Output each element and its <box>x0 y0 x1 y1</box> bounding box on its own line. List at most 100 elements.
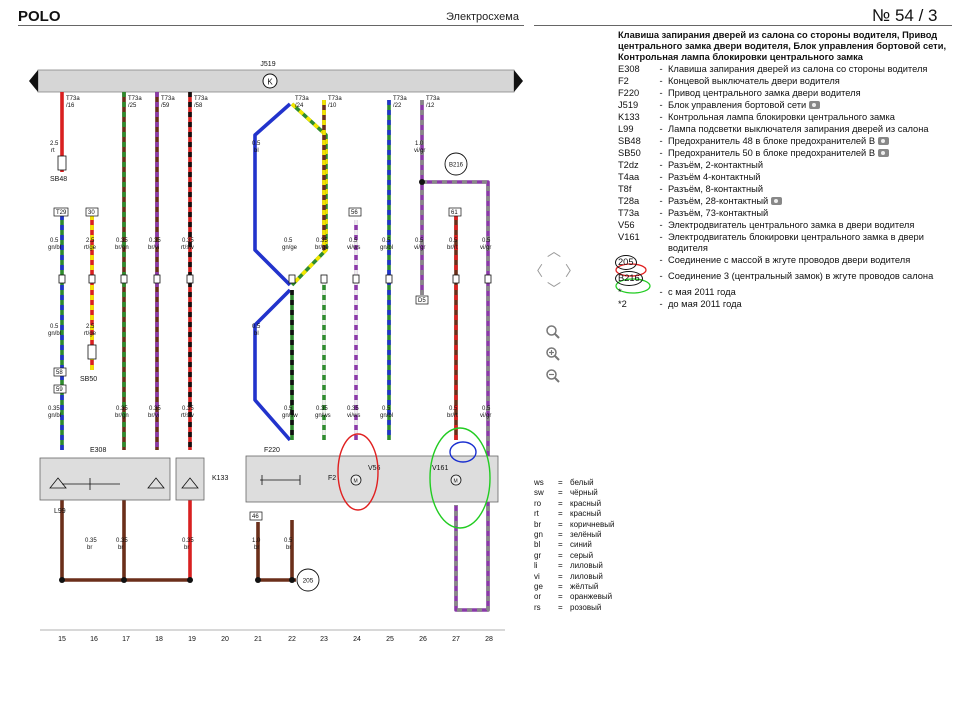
svg-text:2.5: 2.5 <box>50 141 59 147</box>
color-code: vi <box>534 571 540 581</box>
pan-left-icon[interactable]: 〈 <box>529 263 543 279</box>
svg-text:gn/bl: gn/bl <box>380 245 393 251</box>
svg-text:0.35: 0.35 <box>116 238 128 244</box>
legend-row: T2dz-Разъём, 2-контактный <box>618 160 764 170</box>
svg-text:26: 26 <box>419 636 427 643</box>
svg-text:T73a: T73a <box>328 96 342 102</box>
legend-desc: Электродвигатель центрального замка в дв… <box>668 220 915 230</box>
camera-icon[interactable] <box>809 101 821 109</box>
legend-desc: Разъём 4-контактный <box>668 172 761 182</box>
pan-up-icon[interactable]: ︿ <box>547 243 561 259</box>
color-name: зелёный <box>570 530 602 540</box>
svg-text:T29: T29 <box>56 210 67 216</box>
svg-text:0.35: 0.35 <box>182 538 194 544</box>
legend-code: *2 <box>618 299 627 309</box>
svg-text:0.5: 0.5 <box>482 406 491 412</box>
svg-text:/24: /24 <box>295 103 304 109</box>
green-highlight <box>429 427 491 529</box>
svg-text:0.5: 0.5 <box>284 538 293 544</box>
svg-text:0.35: 0.35 <box>316 406 328 412</box>
legend-desc: Соединение с массой в жгуте проводов две… <box>668 255 911 265</box>
svg-text:SB48: SB48 <box>50 176 67 183</box>
legend-code: J519 <box>618 100 639 110</box>
svg-text:0.5: 0.5 <box>252 141 261 147</box>
svg-text:0.5: 0.5 <box>252 324 261 330</box>
svg-text:0.35: 0.35 <box>149 238 161 244</box>
color-code-row: li=лиловый <box>534 561 603 571</box>
svg-text:/16: /16 <box>66 103 75 109</box>
svg-text:gn/bl: gn/bl <box>380 413 393 419</box>
svg-text:18: 18 <box>155 636 163 643</box>
legend-row: F2-Концевой выключатель двери водителя <box>618 76 840 86</box>
top-pin-labels: T73a/16 T73a/25 T73a/59 T73a/58 T73a/24 … <box>66 96 440 109</box>
svg-text:0.5: 0.5 <box>382 406 391 412</box>
svg-text:205: 205 <box>303 578 314 585</box>
legend-desc: Блок управления бортовой сети <box>668 100 807 110</box>
legend-desc: Электродвигатель блокировки центрального… <box>668 232 924 253</box>
legend-code: T4aa <box>618 172 640 182</box>
svg-text:/25: /25 <box>128 103 137 109</box>
pan-right-icon[interactable]: 〉 <box>565 263 579 279</box>
color-name: красный <box>570 509 602 519</box>
legend-code: T73a <box>618 208 640 218</box>
color-code: gr <box>534 550 542 560</box>
svg-text:gn/bl: gn/bl <box>48 245 61 251</box>
bus-label: J519 <box>260 61 275 68</box>
svg-text:gn/bl: gn/bl <box>48 413 61 419</box>
legend-row: T4aa-Разъём 4-контактный <box>618 172 761 182</box>
camera-icon[interactable] <box>878 149 890 157</box>
color-code: ws <box>534 478 544 487</box>
bus-symbol: K <box>267 78 273 87</box>
legend-desc: Разъём, 73-контактный <box>668 208 769 218</box>
color-name: серый <box>570 550 594 560</box>
color-code-row: bl=синий <box>534 540 592 550</box>
svg-text:br: br <box>286 545 291 551</box>
color-code-row: vi=лиловый <box>534 571 603 581</box>
svg-text:23: 23 <box>320 636 328 643</box>
legend-row: V161-Электродвигатель блокировки централ… <box>618 232 924 253</box>
svg-text:T73a: T73a <box>393 96 407 102</box>
svg-text:0.5: 0.5 <box>50 324 59 330</box>
svg-text:br/vi: br/vi <box>148 245 159 251</box>
legend-row: F220-Привод центрального замка двери вод… <box>618 88 861 98</box>
svg-text:SB50: SB50 <box>80 376 97 383</box>
zoom-icon[interactable] <box>545 324 561 340</box>
color-name: чёрный <box>570 488 598 498</box>
legend-code: V56 <box>618 220 635 230</box>
svg-text:bl: bl <box>254 148 259 154</box>
svg-text:rt/sw: rt/sw <box>181 245 194 251</box>
svg-text:bl: bl <box>254 331 259 337</box>
svg-text:br/vi: br/vi <box>148 413 159 419</box>
svg-text:br: br <box>254 545 259 551</box>
legend-row: *2-до мая 2011 года <box>618 299 742 309</box>
svg-text:2.5: 2.5 <box>86 324 95 330</box>
legend-row: V56-Электродвигатель центрального замка … <box>618 220 915 230</box>
svg-text:1.0: 1.0 <box>415 141 424 147</box>
svg-text:24: 24 <box>353 636 361 643</box>
svg-text:0.35: 0.35 <box>347 406 359 412</box>
svg-text:0.5: 0.5 <box>449 238 458 244</box>
color-code-row: ge=жёлтый <box>534 582 599 592</box>
svg-text:gn/ge: gn/ge <box>282 245 298 251</box>
pan-down-icon[interactable]: ﹀ <box>547 281 561 297</box>
svg-text:T73a: T73a <box>128 96 142 102</box>
svg-text:B216: B216 <box>449 163 464 169</box>
svg-text:30: 30 <box>88 210 95 216</box>
camera-icon[interactable] <box>878 137 890 145</box>
camera-icon[interactable] <box>771 197 783 205</box>
color-name: лиловый <box>570 571 603 581</box>
zoom-in-icon[interactable] <box>545 346 561 362</box>
pin-markers <box>58 274 492 284</box>
color-code: rt <box>534 509 539 519</box>
svg-text:gn/ws: gn/ws <box>315 413 331 419</box>
wires <box>60 92 490 612</box>
svg-text:0.5: 0.5 <box>382 238 391 244</box>
legend-row: E308-Клавиша запирания дверей из салона … <box>618 64 928 74</box>
page-number: № 54 / 3 <box>872 6 938 25</box>
color-code-row: rs=розовый <box>534 602 602 612</box>
svg-text:D5: D5 <box>418 298 426 304</box>
zoom-out-icon[interactable] <box>545 368 561 384</box>
svg-text:19: 19 <box>188 636 196 643</box>
legend-row: T73a-Разъём, 73-контактный <box>618 208 769 218</box>
color-code-row: ro=красный <box>534 498 602 508</box>
